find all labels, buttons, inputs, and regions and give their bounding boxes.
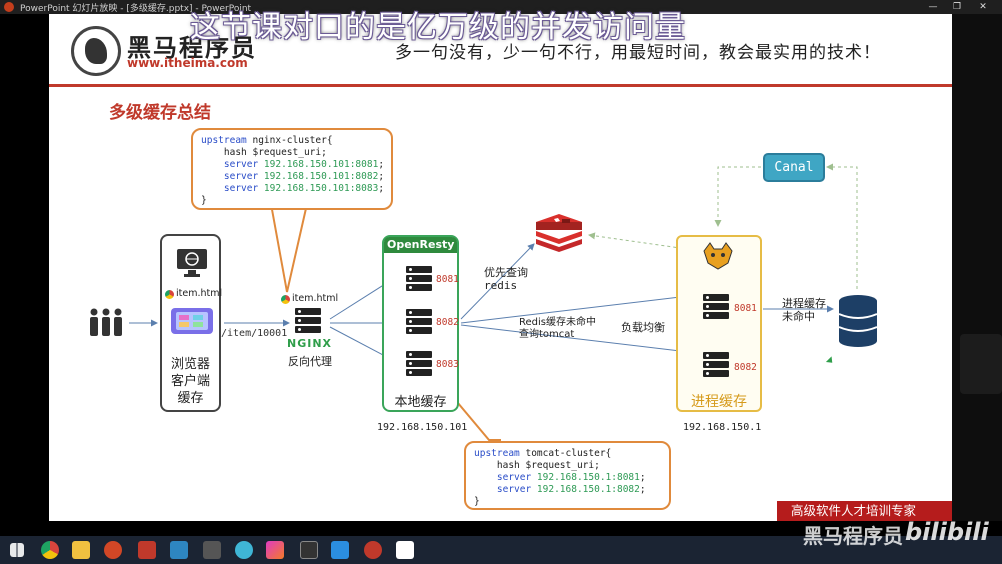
nginx-config-callout: upstream nginx-cluster{ hash $request_ur… xyxy=(191,128,393,210)
app-icon-red2[interactable] xyxy=(364,541,382,559)
minimize-button[interactable]: — xyxy=(928,2,938,12)
training-banner: 高级软件人才培训专家 xyxy=(777,501,952,521)
tomcat-server-8082-icon xyxy=(703,352,729,379)
browser-label-line-2: 客户端 xyxy=(170,374,210,389)
powerpoint-icon xyxy=(4,2,14,12)
process-cache-box: 8081 8082 进程缓存 xyxy=(676,235,762,412)
code-line: upstream tomcat-cluster{ xyxy=(474,448,612,459)
tomcat-port-8081: 8081 xyxy=(734,303,757,314)
monitor-icon xyxy=(177,249,207,277)
logo-url: www.itheima.com xyxy=(127,56,248,70)
process-miss-label: 进程缓存 xyxy=(782,297,826,310)
logo-name: 黑马程序员 xyxy=(127,34,257,62)
code-line: upstream nginx-cluster{ xyxy=(201,135,333,146)
ghost-icon xyxy=(960,334,1002,394)
code-line: server 192.168.150.1:8082; xyxy=(474,484,646,495)
restore-button[interactable]: ❐ xyxy=(952,2,962,12)
chrome-icon xyxy=(281,295,290,304)
chrome-taskbar-icon[interactable] xyxy=(41,541,59,559)
tomcat-port-8082: 8082 xyxy=(734,362,757,373)
code-line: server 192.168.150.101:8081; xyxy=(201,159,385,170)
code-line: } xyxy=(201,195,207,206)
openresty-header: OpenResty xyxy=(384,237,457,253)
users-icon xyxy=(90,308,122,336)
vscode-icon[interactable] xyxy=(331,541,349,559)
db-to-canal-dashed xyxy=(826,163,858,289)
openresty-server-8082-icon xyxy=(406,309,432,336)
powerpoint-taskbar-icon[interactable] xyxy=(104,541,122,559)
nginx-server-icon xyxy=(295,308,321,335)
process-cache-label: 进程缓存 xyxy=(691,394,747,410)
watermark-text: 黑马程序员 xyxy=(803,524,903,548)
query-tomcat-label: 查询tomcat xyxy=(519,329,575,340)
right-margin xyxy=(952,14,1002,521)
app-icon-dark[interactable] xyxy=(203,541,221,559)
slogan: 多一句没有，少一句不行，用最短时间，教会最实用的技术！ xyxy=(395,43,881,63)
code-line: hash $request_uri; xyxy=(201,147,327,158)
openresty-local-cache-box: OpenResty 8081 8082 8083 本地缓存 xyxy=(382,235,459,412)
terminal-icon[interactable] xyxy=(300,541,318,559)
tomcat-server-8081-icon xyxy=(703,294,729,321)
header-divider xyxy=(49,84,952,87)
app-icon-cyan[interactable] xyxy=(235,541,253,559)
browser-label-line-3: 缓存 xyxy=(177,391,204,406)
code-line: } xyxy=(474,496,480,507)
app-icon-red[interactable] xyxy=(138,541,156,559)
window-title: PowerPoint 幻灯片放映 - [多级缓存.pptx] - PowerPo… xyxy=(20,4,252,14)
openresty-ip-label: 192.168.150.101 xyxy=(377,422,468,433)
redis-icon xyxy=(536,214,582,252)
openresty-server-8081-icon xyxy=(406,266,432,293)
local-cache-label: 本地缓存 xyxy=(394,395,447,410)
windows-start-icon[interactable] xyxy=(10,543,24,557)
openresty-to-8081-arrow xyxy=(460,292,698,324)
process-cache-ip-label: 192.168.150.1 xyxy=(683,422,762,433)
browser-file-label: item.html xyxy=(176,288,223,299)
nginx-config-code: upstream nginx-cluster{ hash $request_ur… xyxy=(201,135,385,207)
nginx-file-label: item.html xyxy=(292,293,339,304)
browser-label-line-1: 浏览器 xyxy=(170,357,210,372)
tomcat-config-code: upstream tomcat-cluster{ hash $request_u… xyxy=(474,448,661,508)
request-path-label: /item/10001 xyxy=(221,328,288,339)
load-balance-label: 负载均衡 xyxy=(621,321,665,334)
openresty-to-8082-arrow xyxy=(460,324,698,356)
chrome-icon xyxy=(165,290,174,299)
bilibili-logo: bilibili xyxy=(905,518,989,546)
database-icon xyxy=(838,295,878,347)
canal-box: Canal xyxy=(763,153,825,182)
horse-logo-icon xyxy=(71,26,121,76)
app-icon-blue[interactable] xyxy=(170,541,188,559)
intellij-icon[interactable] xyxy=(266,541,284,559)
tomcat-config-callout: upstream tomcat-cluster{ hash $request_u… xyxy=(464,441,671,510)
openresty-port-8081: 8081 xyxy=(436,274,459,285)
code-line: server 192.168.150.101:8082; xyxy=(201,171,385,182)
code-line: server 192.168.150.101:8083; xyxy=(201,183,385,194)
browser-client-box: item.html 浏览器 客户端 缓存 xyxy=(160,234,223,412)
code-line: server 192.168.150.1:8081; xyxy=(474,472,646,483)
typora-icon[interactable] xyxy=(396,541,414,559)
window-title-bar: PowerPoint 幻灯片放映 - [多级缓存.pptx] - PowerPo… xyxy=(0,0,1002,14)
file-explorer-icon[interactable] xyxy=(72,541,90,559)
tablet-icon xyxy=(171,308,213,334)
openresty-to-redis-arrow xyxy=(460,243,535,320)
nginx-proxy-label: 反向代理 xyxy=(288,355,332,368)
tomcat-icon xyxy=(703,242,733,270)
slide: 黑马程序员 www.itheima.com 多一句没有，少一句不行，用最短时间，… xyxy=(49,14,952,521)
slide-title: 多级缓存总结 xyxy=(109,103,211,123)
redis-miss-label: Redis缓存未命中 xyxy=(519,317,596,328)
nginx-brand-label: NGINX xyxy=(287,337,333,350)
redis-query-label: 优先查询 xyxy=(484,266,528,279)
process-miss-label-2: 未命中 xyxy=(782,310,815,323)
canal-to-tomcat-dashed xyxy=(714,166,761,227)
close-button[interactable]: ✕ xyxy=(979,2,987,12)
taskbar xyxy=(0,536,1002,564)
code-line: hash $request_uri; xyxy=(474,460,600,471)
nginx-callout-tail xyxy=(270,203,308,293)
openresty-port-8082: 8082 xyxy=(436,317,459,328)
video-subtitle: 这节课对口的是亿万级的并发访问量 xyxy=(190,10,686,45)
redis-name-label: redis xyxy=(484,279,518,292)
openresty-port-8083: 8083 xyxy=(436,359,459,370)
browser-cache-label: 浏览器 客户端 缓存 xyxy=(162,356,219,407)
openresty-server-8083-icon xyxy=(406,351,432,378)
